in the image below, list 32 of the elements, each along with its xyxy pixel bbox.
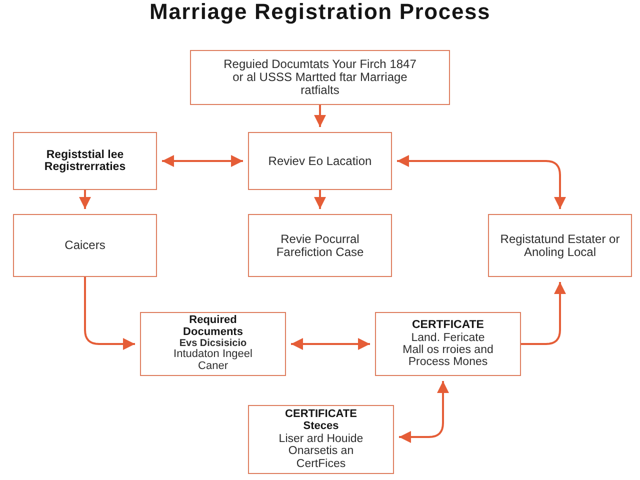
diagram-title: Marriage Registration Process	[149, 0, 491, 24]
process-box	[13, 214, 157, 277]
box-heading: Required Documents	[182, 314, 244, 338]
box-heading: CERTFICATE	[412, 319, 484, 332]
double-arrow	[162, 155, 243, 167]
double-arrow	[399, 381, 449, 443]
box-text: Reviev Eo Lacation	[268, 154, 372, 168]
box-text: Revie Pocurral Farefiction Case	[275, 232, 365, 258]
double-arrow	[291, 338, 370, 350]
process-box	[190, 50, 450, 105]
double-arrow	[397, 155, 566, 209]
process-box	[248, 405, 394, 474]
process-box	[13, 132, 157, 190]
process-box	[248, 132, 392, 190]
arrow	[84, 277, 135, 350]
box-text: Registstial lee Registrerraties	[43, 148, 127, 174]
box-text: Intudaton Ingeel Caner	[172, 349, 254, 374]
box-text: Registatund Estater or Anoling Local	[500, 232, 620, 258]
box-text: Land. Fericate Mall os rroies and Process Mones	[402, 332, 494, 369]
process-box	[140, 312, 286, 376]
arrow	[79, 190, 91, 209]
arrow	[314, 105, 326, 127]
arrow	[521, 282, 566, 345]
box-text: Caicers	[64, 239, 106, 252]
box-text: Evs Dicsisicio	[179, 338, 247, 349]
arrow	[314, 190, 326, 209]
box-heading: CERTIFICATE Steces	[284, 409, 358, 433]
process-box	[488, 214, 632, 277]
process-box	[248, 214, 392, 277]
box-text: Reguied Documtats Your Firch 1847 or al USSS Martted ftar Marriage ratfialts	[222, 58, 418, 97]
box-text: Liser ard Houide Onarsetis an CertFices	[278, 432, 364, 470]
process-box	[375, 312, 521, 376]
